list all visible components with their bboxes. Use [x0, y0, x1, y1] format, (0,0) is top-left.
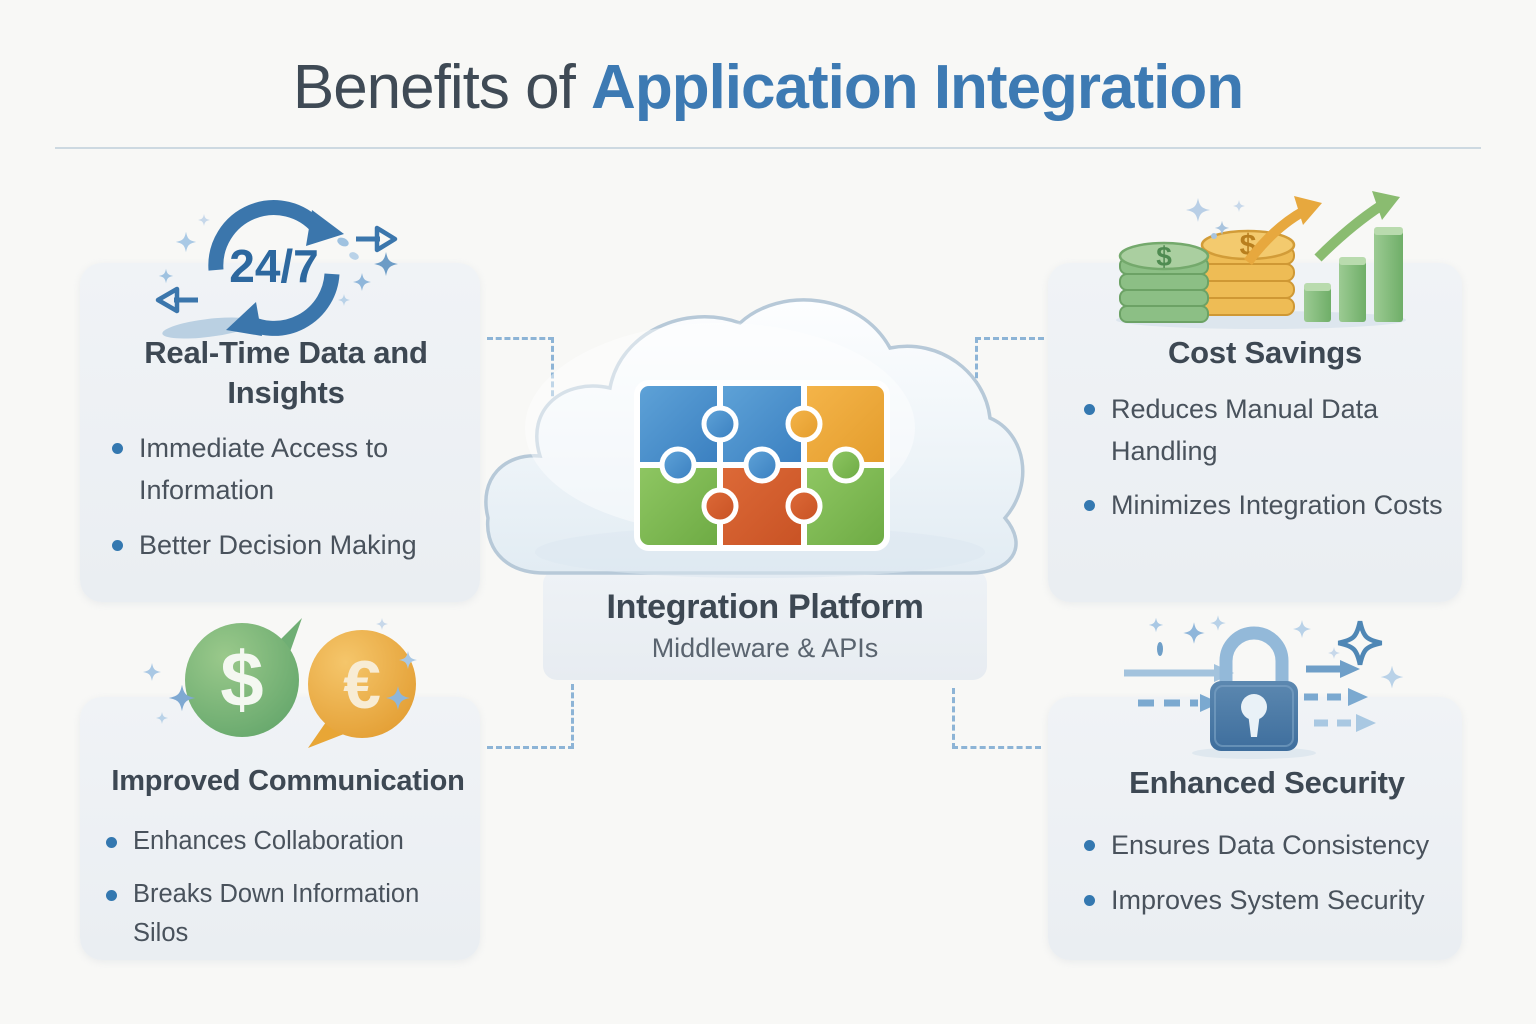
- svg-text:$: $: [1240, 229, 1257, 262]
- green-growth-arrow-icon: [1314, 200, 1385, 262]
- lock-shackle-icon: [1219, 626, 1289, 692]
- card-bullets: Enhances Collaboration Breaks Down Infor…: [104, 822, 472, 954]
- platform-subtitle: Middleware & APIs: [651, 633, 879, 663]
- connector-bottom-left: [487, 684, 574, 749]
- bullet-dot-icon: [106, 889, 117, 901]
- page-title-highlight: Application Integration: [591, 53, 1244, 122]
- card-real-time-data: Real-Time Data and Insights Immediate Ac…: [80, 263, 480, 602]
- puzzle-pieces-icon: [634, 380, 890, 551]
- bullet-dot-icon: [1084, 839, 1095, 851]
- bullet-item: Ensures Data Consistency: [1082, 825, 1452, 867]
- bullet-dot-icon: [112, 443, 123, 455]
- connector-top-left: [487, 337, 554, 414]
- card-improved-communication: Improved Communication Enhances Collabor…: [80, 697, 480, 960]
- card-bullets: Ensures Data Consistency Improves System…: [1082, 825, 1452, 922]
- bullet-item: Breaks Down Information Silos: [104, 875, 472, 954]
- bullet-dot-icon: [112, 540, 123, 552]
- connector-bottom-right: [952, 688, 1041, 749]
- card-cost-savings: Cost Savings Reduces Manual Data Handlin…: [1048, 263, 1462, 602]
- card-title-improved-communication: Improved Communication: [111, 765, 465, 797]
- bullet-item: Immediate Access to Information: [110, 428, 462, 512]
- bullet-item: Enhances Collaboration: [104, 822, 472, 862]
- bullet-dot-icon: [1084, 894, 1095, 906]
- card-title-cost-savings: Cost Savings: [1168, 335, 1362, 370]
- bullet-item: Reduces Manual Data Handling: [1082, 389, 1448, 473]
- bullet-item: Better Decision Making: [110, 525, 462, 567]
- bullet-dot-icon: [106, 837, 117, 849]
- page-title: Benefits of Application Integration: [0, 52, 1536, 123]
- orange-growth-arrow-icon: [1244, 206, 1307, 266]
- connector-top-right: [975, 337, 1044, 440]
- card-title-real-time-data: Real-Time Data and Insights: [144, 335, 428, 410]
- page-title-prefix: Benefits of: [292, 53, 576, 122]
- bullet-dot-icon: [1084, 500, 1095, 512]
- card-title-enhanced-security: Enhanced Security: [1129, 765, 1405, 800]
- card-bullets: Reduces Manual Data Handling Minimizes I…: [1082, 389, 1448, 528]
- integration-platform-panel: Integration Platform Middleware & APIs: [543, 570, 987, 680]
- card-bullets: Immediate Access to Information Better D…: [110, 428, 462, 567]
- bullet-dot-icon: [1084, 403, 1095, 415]
- platform-title: Integration Platform: [606, 588, 924, 626]
- cloud-puzzle-icon: [484, 298, 1025, 578]
- card-enhanced-security: Enhanced Security Ensures Data Consisten…: [1048, 697, 1462, 960]
- bullet-item: Minimizes Integration Costs: [1082, 485, 1448, 527]
- title-divider: [55, 147, 1481, 149]
- bullet-item: Improves System Security: [1082, 880, 1452, 922]
